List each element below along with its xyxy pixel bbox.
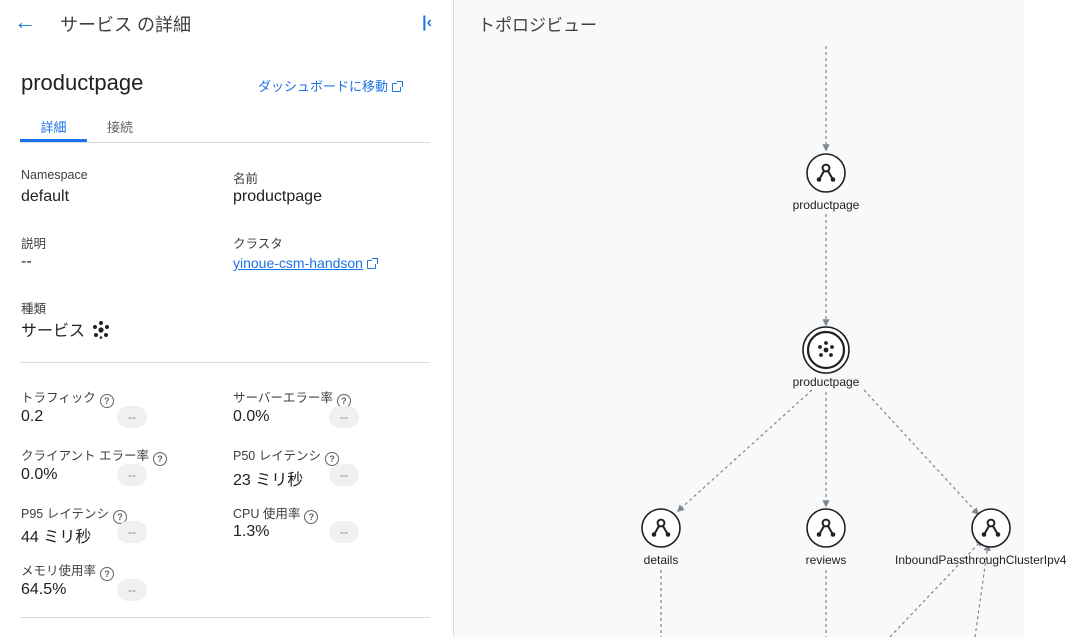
cluster-label: クラスタ: [233, 237, 283, 251]
node-label: productpage: [792, 375, 860, 389]
topology-edge: [889, 538, 983, 637]
cluster-link[interactable]: yinoue-csm-handson: [233, 255, 378, 273]
service-icon: [93, 321, 110, 339]
topology-canvas[interactable]: [454, 0, 1024, 637]
metric-compare-client-error: --: [117, 464, 147, 486]
help-icon[interactable]: ?: [99, 394, 114, 408]
topology-node-productpage-service[interactable]: [802, 326, 850, 374]
section-divider: [20, 362, 430, 363]
help-icon[interactable]: ?: [100, 567, 115, 581]
metric-value-memory: 64.5%: [21, 581, 67, 598]
metric-compare-p50: --: [329, 464, 359, 486]
cluster-link-text: yinoue-csm-handson: [233, 255, 363, 271]
workload-icon: [806, 508, 846, 548]
section-divider: [20, 617, 430, 618]
topology-node-inbound-passthrough[interactable]: [971, 508, 1011, 548]
panel-title: サービス の詳細: [60, 15, 192, 35]
tab-divider: [20, 142, 430, 143]
tab-details[interactable]: 詳細: [40, 120, 67, 135]
workload-icon: [971, 508, 1011, 548]
help-icon[interactable]: ?: [152, 452, 167, 466]
help-icon[interactable]: ?: [324, 452, 339, 466]
back-button[interactable]: ←: [12, 9, 38, 35]
collapse-panel-icon: |‹: [422, 14, 432, 31]
metric-compare-server-error: --: [329, 406, 359, 428]
type-value-row: サービス: [21, 317, 111, 341]
metric-value-p50: 23 ミリ秒: [233, 472, 304, 489]
metric-value-server-error: 0.0%: [233, 408, 270, 425]
workload-icon: [641, 508, 681, 548]
metric-label-traffic: トラフィック?: [21, 387, 114, 408]
metric-compare-traffic: --: [117, 406, 147, 428]
metric-label-p95: P95 レイテンシ?: [21, 503, 127, 524]
open-in-new-icon: [392, 81, 404, 92]
open-in-new-icon: [366, 258, 378, 269]
tab-connections[interactable]: 接続: [107, 120, 134, 135]
metric-value-traffic: 0.2: [21, 408, 44, 425]
name-value: productpage: [233, 188, 322, 205]
topology-graph: [641, 46, 1011, 637]
tab-active-indicator: [20, 139, 87, 142]
node-label: reviews: [805, 553, 847, 567]
metric-compare-p95: --: [117, 521, 147, 543]
metric-label-client-error: クライアント エラー率?: [21, 445, 167, 466]
collapse-panel-button[interactable]: |‹: [414, 10, 440, 36]
service-details-panel: ← サービス の詳細 |‹ productpage ダッシュボードに移動 詳細 …: [0, 0, 454, 637]
node-label: InboundPassthroughClusterIpv4: [895, 553, 1066, 567]
topology-edge: [676, 389, 813, 512]
metric-label-cpu: CPU 使用率?: [233, 503, 319, 524]
type-label: 種類: [21, 302, 47, 316]
node-label: productpage: [792, 198, 860, 212]
topology-node-details[interactable]: [641, 508, 681, 548]
description-label: 説明: [21, 237, 47, 251]
metric-compare-memory: --: [117, 579, 147, 601]
metric-value-client-error: 0.0%: [21, 466, 58, 483]
service-name: productpage: [21, 70, 144, 95]
name-label: 名前: [233, 172, 259, 186]
metric-compare-cpu: --: [329, 521, 359, 543]
metric-value-cpu: 1.3%: [233, 523, 270, 540]
metric-value-p95: 44 ミリ秒: [21, 529, 92, 546]
dashboard-link[interactable]: ダッシュボードに移動: [258, 76, 404, 95]
metric-label-server-error: サーバーエラー率?: [233, 387, 351, 408]
node-label: details: [643, 553, 679, 567]
arrow-back-icon: ←: [14, 9, 36, 34]
topology-node-reviews[interactable]: [806, 508, 846, 548]
metric-label-p50: P50 レイテンシ?: [233, 445, 339, 466]
help-icon[interactable]: ?: [304, 510, 319, 524]
topology-node-productpage-workload[interactable]: [806, 153, 846, 193]
type-value: サービス: [21, 323, 86, 340]
topology-title: トポロジビュー: [478, 16, 597, 35]
namespace-value: default: [21, 188, 70, 205]
workload-icon: [806, 153, 846, 193]
namespace-label: Namespace: [21, 168, 88, 182]
description-value: --: [21, 253, 32, 270]
topology-edge: [863, 389, 979, 516]
metric-label-memory: メモリ使用率?: [21, 560, 115, 581]
service-icon: [818, 341, 834, 357]
dashboard-link-label: ダッシュボードに移動: [258, 79, 389, 94]
